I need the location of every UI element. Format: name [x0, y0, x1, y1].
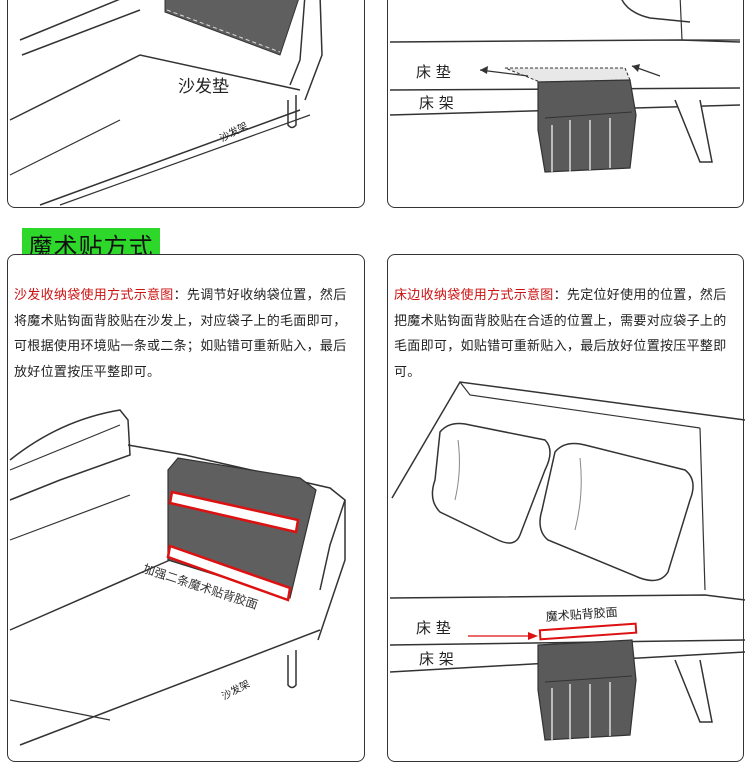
velcro-strip-label-bed: 魔术贴背胶面 [545, 604, 618, 624]
bed-desc-title: 床边收纳袋使用方式示意图 [394, 288, 554, 303]
sofa-desc-body: ：先调节好收纳袋位置，然后将魔术贴钩面背胶贴在沙发上，对应袋子上的毛面即可，可根… [14, 288, 347, 380]
bed-desc-body: ：先定位好使用的位置，然后把魔术贴钩面背胶贴在合适的位置上，需要对应袋子上的毛面… [394, 288, 727, 380]
cushion-label: 沙发垫 [178, 77, 229, 97]
mattress-label-bottom: 床 垫 [416, 619, 451, 637]
sofa-description: 沙发收纳袋使用方式示意图：先调节好收纳袋位置，然后将魔术贴钩面背胶贴在沙发上，对… [14, 283, 356, 385]
bed-frame-label-top: 床 架 [419, 94, 454, 112]
bed-description: 床边收纳袋使用方式示意图：先定位好使用的位置，然后把魔术贴钩面背胶贴在合适的位置… [394, 283, 736, 385]
mattress-label-top: 床 垫 [416, 63, 451, 81]
bed-frame-label-bottom: 床 架 [419, 650, 454, 668]
sofa-diagram-top [7, 0, 365, 208]
sofa-desc-title: 沙发收纳袋使用方式示意图 [14, 288, 174, 303]
